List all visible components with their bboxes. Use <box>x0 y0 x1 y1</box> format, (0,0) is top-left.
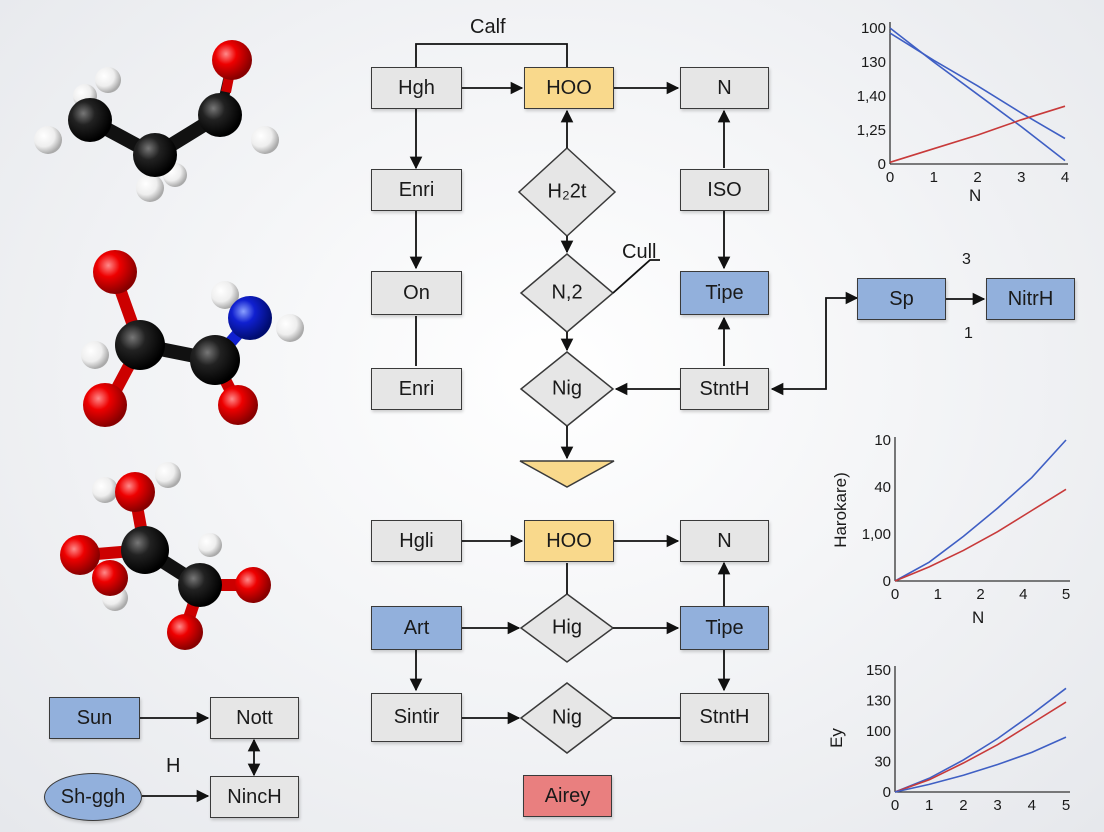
chart-1: 0 1 2 3 4 100 130 1,40 1,25 0 <box>857 20 1069 186</box>
diamond-n2-label[interactable]: N,2 <box>551 281 583 304</box>
chart-2-xtick-label: 5 <box>1062 586 1070 603</box>
node-stnth-1[interactable]: StntH <box>680 368 769 410</box>
node-iso[interactable]: ISO <box>680 169 769 211</box>
node-nott[interactable]: Nott <box>210 697 299 739</box>
chart-3-ytick-label: 100 <box>866 723 891 740</box>
chart-1-xtick-label: 2 <box>973 169 981 186</box>
chart-3-xtick-label: 2 <box>959 797 967 814</box>
chart-3-xtick-label: 0 <box>891 797 899 814</box>
node-ninch[interactable]: NincH <box>210 776 299 818</box>
node-nitrh[interactable]: NitrH <box>986 278 1075 320</box>
node-sun[interactable]: Sun <box>49 697 140 739</box>
chart-3-xtick-label: 1 <box>925 797 933 814</box>
chart-2-xtick-label: 2 <box>976 586 984 603</box>
node-tipe-1[interactable]: Tipe <box>680 271 769 315</box>
node-n-low[interactable]: N <box>680 520 769 562</box>
node-art[interactable]: Art <box>371 606 462 650</box>
chart-2-ytick-label: 40 <box>874 479 891 496</box>
chart-3-ylabel: Ey <box>827 728 846 748</box>
chart-2-ytick-label: 1,00 <box>862 526 891 543</box>
diamond-hig-label[interactable]: Hig <box>551 616 583 639</box>
node-hoo-low[interactable]: HOO <box>524 520 614 562</box>
node-tipe-2[interactable]: Tipe <box>680 606 769 650</box>
chart-3: 0 1 2 3 4 5 150 130 100 30 0 <box>866 662 1070 814</box>
yellow-triangle <box>519 460 615 488</box>
chart-1-xtick-label: 4 <box>1061 169 1069 186</box>
node-sp[interactable]: Sp <box>857 278 946 320</box>
chart-2-series-2-line <box>894 488 1067 582</box>
chart-2-series-1-line <box>894 439 1067 582</box>
chart-1-xtick-label: 1 <box>930 169 938 186</box>
chart-2-ytick-label: 10 <box>874 432 891 449</box>
label-3: 3 <box>962 251 971 268</box>
chart-3-ytick-label: 0 <box>883 784 891 801</box>
chart-3-series-3-line <box>894 736 1067 793</box>
chart-1-series-2-line <box>889 32 1066 140</box>
node-hgli[interactable]: Hgli <box>371 520 462 562</box>
node-sh-ggh[interactable]: Sh-ggh <box>44 773 142 821</box>
chart-2-xtick-label: 1 <box>934 586 942 603</box>
connector-lines <box>140 43 986 803</box>
chart-2-ylabel: Harokare) <box>831 472 850 548</box>
chart-3-ytick-label: 150 <box>866 662 891 679</box>
node-n-top[interactable]: N <box>680 67 769 109</box>
chart-1-ytick-label: 130 <box>861 54 886 71</box>
chart-3-ytick-label: 130 <box>866 693 891 710</box>
label-h: H <box>166 755 181 777</box>
chart-1-ytick-label: 1,40 <box>857 88 886 105</box>
node-on[interactable]: On <box>371 271 462 315</box>
chart-3-xtick-label: 5 <box>1062 797 1070 814</box>
chart-2-ytick-label: 0 <box>883 573 891 590</box>
node-enri-1[interactable]: Enri <box>371 169 462 211</box>
chart-3-ytick-label: 30 <box>874 754 891 771</box>
node-enri-2[interactable]: Enri <box>371 368 462 410</box>
label-calf: Calf <box>470 16 506 38</box>
molecule-2-illustration <box>81 250 304 427</box>
chart-3-series-2-line <box>894 701 1067 793</box>
molecule-3-illustration <box>60 462 271 650</box>
diamond-nig2-label[interactable]: Nig <box>551 706 583 729</box>
chart-1-xtick-label: 0 <box>886 169 894 186</box>
chart-1-series-3-line <box>889 105 1066 164</box>
chart-3-series-1-line <box>894 687 1067 793</box>
chart-3-xtick-label: 4 <box>1028 797 1036 814</box>
chart-2-xtick-label: 0 <box>891 586 899 603</box>
molecule-1-illustration <box>34 40 279 202</box>
node-hgh[interactable]: Hgh <box>371 67 462 109</box>
diamond-shapes <box>517 146 617 754</box>
node-hoo-top[interactable]: HOO <box>524 67 614 109</box>
chart-1-ytick-label: 1,25 <box>857 122 886 139</box>
chart-3-xtick-label: 3 <box>993 797 1001 814</box>
node-airey[interactable]: Airey <box>523 775 612 817</box>
node-stnth-2[interactable]: StntH <box>680 693 769 742</box>
chart-2: 0 1 2 4 5 10 40 1,00 0 <box>862 432 1070 603</box>
chart-1-ytick-label: 100 <box>861 20 886 37</box>
label-1: 1 <box>964 325 973 342</box>
chart-2-xlabel: N <box>972 608 985 627</box>
diamond-nig-label[interactable]: Nig <box>551 377 583 400</box>
chart-2-xtick-label: 4 <box>1019 586 1027 603</box>
chart-1-ytick-label: 0 <box>878 156 886 173</box>
diamond-h2t-label[interactable]: H₂2t <box>547 180 587 203</box>
chart-1-xtick-label: 3 <box>1017 169 1025 186</box>
chart-1-series-1-line <box>889 27 1066 162</box>
node-sintir[interactable]: Sintir <box>371 693 462 742</box>
chart-1-xlabel: N <box>969 186 982 205</box>
label-cull: Cull <box>622 241 657 263</box>
